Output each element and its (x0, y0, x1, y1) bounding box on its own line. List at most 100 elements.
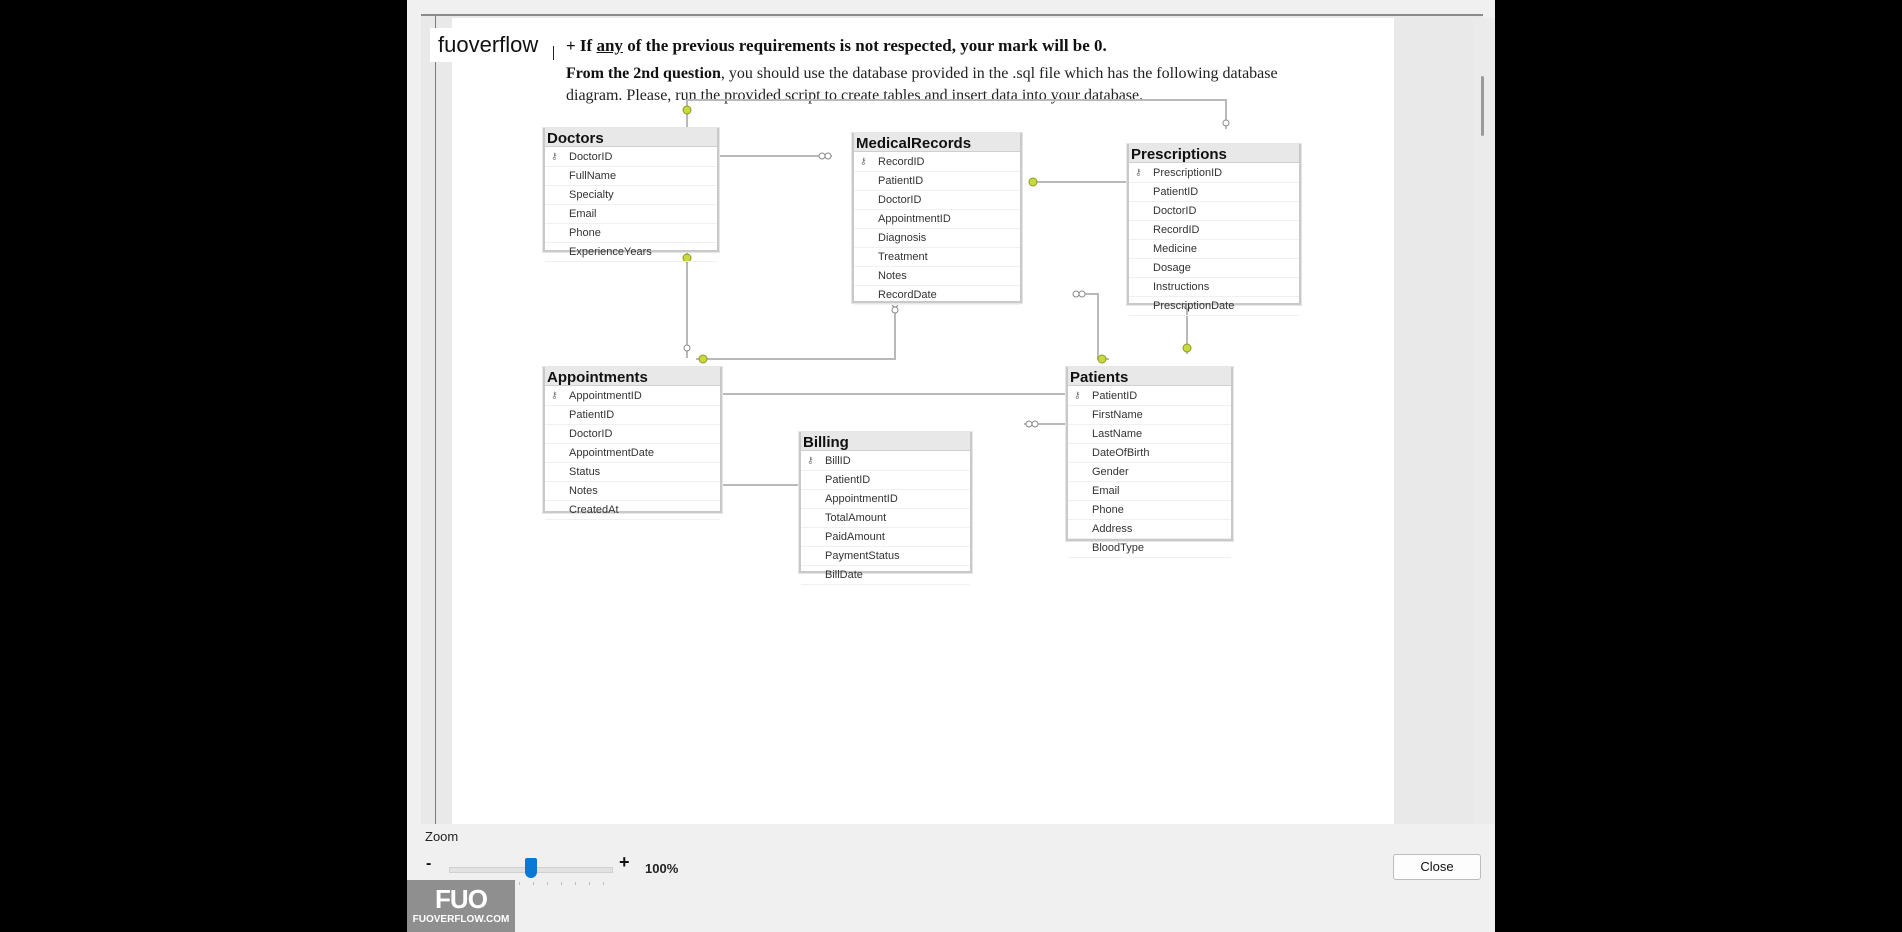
table-column[interactable]: PatientID (854, 172, 1020, 191)
many-end-icon (1031, 420, 1039, 428)
table-column[interactable]: Instructions (1129, 278, 1299, 297)
table-column[interactable]: RecordDate (854, 286, 1020, 305)
table-column[interactable]: FirstName (1068, 406, 1231, 425)
table-column[interactable]: TotalAmount (801, 509, 970, 528)
table-column[interactable]: PaymentStatus (801, 547, 970, 566)
rel-medicalrecords-patients (1076, 293, 1109, 360)
table-column[interactable]: DoctorID (1129, 202, 1299, 221)
table-column[interactable]: BloodType (1068, 539, 1231, 558)
close-button[interactable]: Close (1393, 854, 1481, 880)
table-column[interactable]: PaidAmount (801, 528, 970, 547)
table-column[interactable]: ExperienceYears (545, 243, 717, 262)
table-title: Doctors (545, 128, 717, 147)
table-column[interactable]: BillDate (801, 566, 970, 585)
table-column[interactable]: RecordID⚷ (854, 153, 1020, 172)
many-end-icon (1078, 290, 1086, 298)
document-viewport[interactable]: fuoverflow + If any of the previous requ… (421, 14, 1495, 824)
table-column[interactable]: CreatedAt (545, 501, 720, 520)
table-column[interactable]: Dosage (1129, 259, 1299, 278)
table-column[interactable]: Email (545, 205, 717, 224)
table-title: Billing (801, 432, 970, 451)
table-title: MedicalRecords (854, 133, 1020, 152)
viewport-border (435, 16, 436, 824)
table-column[interactable]: Phone (1068, 501, 1231, 520)
requirement-underlined: any (596, 36, 623, 55)
table-column[interactable]: PatientID⚷ (1068, 387, 1231, 406)
many-end-icon (1072, 290, 1080, 298)
table-column[interactable]: RecordID (1129, 221, 1299, 240)
table-column[interactable]: Treatment (854, 248, 1020, 267)
vertical-scrollbar[interactable] (1473, 18, 1495, 824)
primary-key-icon: ⚷ (1135, 167, 1142, 177)
table-column[interactable]: DoctorID⚷ (545, 148, 717, 167)
table-column[interactable]: PatientID (545, 406, 720, 425)
primary-key-icon: ⚷ (551, 151, 558, 161)
table-column[interactable]: AppointmentID (854, 210, 1020, 229)
table-column[interactable]: DoctorID (545, 425, 720, 444)
rel-medicalrecords-appointments (696, 299, 896, 360)
watermark-label: fuoverflow (430, 28, 547, 62)
primary-key-icon: ⚷ (551, 390, 558, 400)
key-end-icon (682, 105, 692, 115)
table-title: Prescriptions (1129, 144, 1299, 163)
table-column[interactable]: AppointmentID (801, 490, 970, 509)
table-column[interactable]: AppointmentID⚷ (545, 387, 720, 406)
table-title: Patients (1068, 367, 1231, 386)
table-column[interactable]: Medicine (1129, 240, 1299, 259)
site-logo: FUO FUOVERFLOW.COM (407, 880, 515, 932)
requirement-suffix: of the previous requirements is not resp… (622, 36, 1107, 55)
intro-bold: From the 2nd question (566, 65, 721, 82)
table-column[interactable]: BillID⚷ (801, 452, 970, 471)
logo-mark: FUO (435, 884, 488, 914)
text-cursor (553, 46, 554, 60)
zoom-slider-thumb[interactable] (525, 858, 537, 878)
zoom-slider-ticks (519, 882, 629, 886)
scrollbar-thumb[interactable] (1481, 76, 1484, 136)
primary-key-icon: ⚷ (1074, 390, 1081, 400)
table-column[interactable]: DoctorID (854, 191, 1020, 210)
diagram-viewer-window: fuoverflow + If any of the previous requ… (407, 0, 1495, 932)
table-column[interactable]: DateOfBirth (1068, 444, 1231, 463)
table-column[interactable]: AppointmentDate (545, 444, 720, 463)
table-column[interactable]: PatientID (801, 471, 970, 490)
table-column[interactable]: Phone (545, 224, 717, 243)
table-column[interactable]: PrescriptionDate (1129, 297, 1299, 316)
key-end-icon (698, 354, 708, 364)
table-column[interactable]: Status (545, 463, 720, 482)
zoom-out-button[interactable]: - (426, 855, 432, 872)
table-column[interactable]: FullName (545, 167, 717, 186)
primary-key-icon: ⚷ (807, 455, 814, 465)
table-column[interactable]: Email (1068, 482, 1231, 501)
zoom-in-button[interactable]: + (619, 852, 630, 872)
key-end-icon (1182, 343, 1192, 353)
key-end-icon (1028, 177, 1038, 187)
table-column[interactable]: Specialty (545, 186, 717, 205)
table-column[interactable]: Notes (545, 482, 720, 501)
many-end-icon (1222, 119, 1230, 127)
table-column[interactable]: Address (1068, 520, 1231, 539)
table-column[interactable]: PatientID (1129, 183, 1299, 202)
table-column[interactable]: Gender (1068, 463, 1231, 482)
many-end-icon (824, 152, 832, 160)
table-column[interactable]: PrescriptionID⚷ (1129, 164, 1299, 183)
logo-site-name: FUOVERFLOW.COM (412, 914, 510, 925)
table-column[interactable]: Diagnosis (854, 229, 1020, 248)
key-end-icon (1097, 354, 1107, 364)
many-end-icon (891, 306, 899, 314)
table-column[interactable]: Notes (854, 267, 1020, 286)
table-column[interactable]: LastName (1068, 425, 1231, 444)
many-end-icon (818, 152, 826, 160)
zoom-value: 100% (645, 861, 679, 876)
